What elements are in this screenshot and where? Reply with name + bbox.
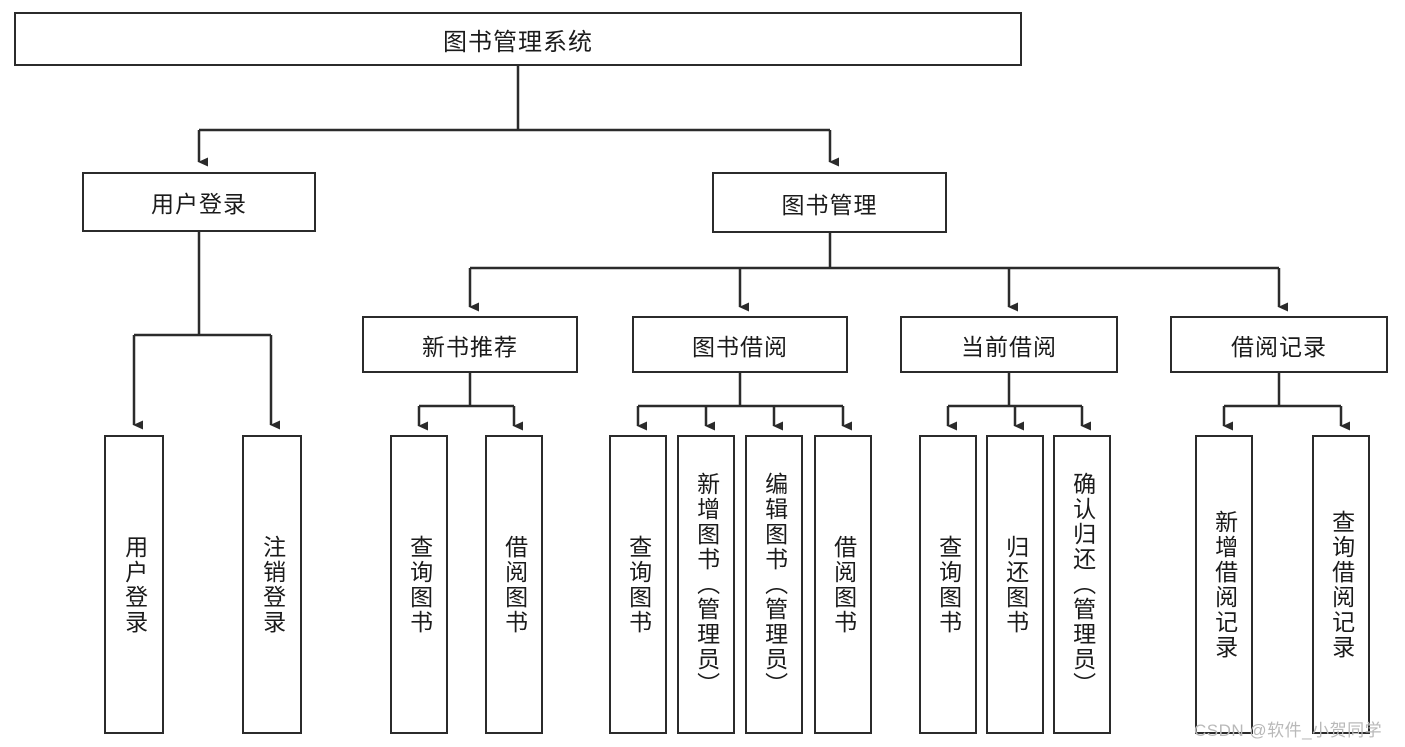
node-new-book-recommend-label: 新书推荐 xyxy=(422,333,518,360)
node-leaf-add-book-label: 新增图书（管理员） xyxy=(693,472,720,697)
node-leaf-borrow-book-1-label: 借阅图书 xyxy=(501,534,528,635)
node-root[interactable]: 图书管理系统 xyxy=(14,12,1022,66)
node-borrow-record-label: 借阅记录 xyxy=(1231,333,1327,360)
node-leaf-add-book[interactable]: 新增图书（管理员） xyxy=(677,435,735,734)
node-leaf-query-book-1[interactable]: 查询图书 xyxy=(390,435,448,734)
node-borrow-record[interactable]: 借阅记录 xyxy=(1170,316,1388,373)
node-leaf-query-book-3-label: 查询图书 xyxy=(935,534,962,635)
node-leaf-logout-login-label: 注销登录 xyxy=(259,534,286,635)
node-current-borrow[interactable]: 当前借阅 xyxy=(900,316,1118,373)
node-leaf-add-record-label: 新增借阅记录 xyxy=(1211,509,1238,660)
node-leaf-add-record[interactable]: 新增借阅记录 xyxy=(1195,435,1253,734)
node-leaf-edit-book-label: 编辑图书（管理员） xyxy=(761,472,788,697)
node-leaf-query-book-2-label: 查询图书 xyxy=(625,534,652,635)
node-leaf-return-book-label: 归还图书 xyxy=(1002,534,1029,635)
node-leaf-query-book-3[interactable]: 查询图书 xyxy=(919,435,977,734)
node-user-login[interactable]: 用户登录 xyxy=(82,172,316,232)
watermark: CSDN @软件_小贺同学 xyxy=(1194,721,1383,740)
node-leaf-confirm-return[interactable]: 确认归还（管理员） xyxy=(1053,435,1111,734)
node-leaf-logout-login[interactable]: 注销登录 xyxy=(242,435,302,734)
node-leaf-borrow-book-2-label: 借阅图书 xyxy=(830,534,857,635)
node-leaf-confirm-return-label: 确认归还（管理员） xyxy=(1069,472,1096,697)
node-root-label: 图书管理系统 xyxy=(443,28,593,56)
node-leaf-query-book-2[interactable]: 查询图书 xyxy=(609,435,667,734)
node-leaf-borrow-book-1[interactable]: 借阅图书 xyxy=(485,435,543,734)
node-leaf-user-login[interactable]: 用户登录 xyxy=(104,435,164,734)
node-leaf-edit-book[interactable]: 编辑图书（管理员） xyxy=(745,435,803,734)
node-new-book-recommend[interactable]: 新书推荐 xyxy=(362,316,578,373)
node-leaf-borrow-book-2[interactable]: 借阅图书 xyxy=(814,435,872,734)
node-leaf-query-record-label: 查询借阅记录 xyxy=(1328,509,1355,660)
node-leaf-return-book[interactable]: 归还图书 xyxy=(986,435,1044,734)
node-book-borrow[interactable]: 图书借阅 xyxy=(632,316,848,373)
node-leaf-user-login-label: 用户登录 xyxy=(121,534,148,635)
node-book-management[interactable]: 图书管理 xyxy=(712,172,947,233)
node-current-borrow-label: 当前借阅 xyxy=(961,333,1057,360)
node-book-borrow-label: 图书借阅 xyxy=(692,333,788,360)
node-user-login-label: 用户登录 xyxy=(151,191,247,217)
node-leaf-query-book-1-label: 查询图书 xyxy=(406,534,433,635)
node-book-management-label: 图书管理 xyxy=(781,191,878,218)
node-leaf-query-record[interactable]: 查询借阅记录 xyxy=(1312,435,1370,734)
